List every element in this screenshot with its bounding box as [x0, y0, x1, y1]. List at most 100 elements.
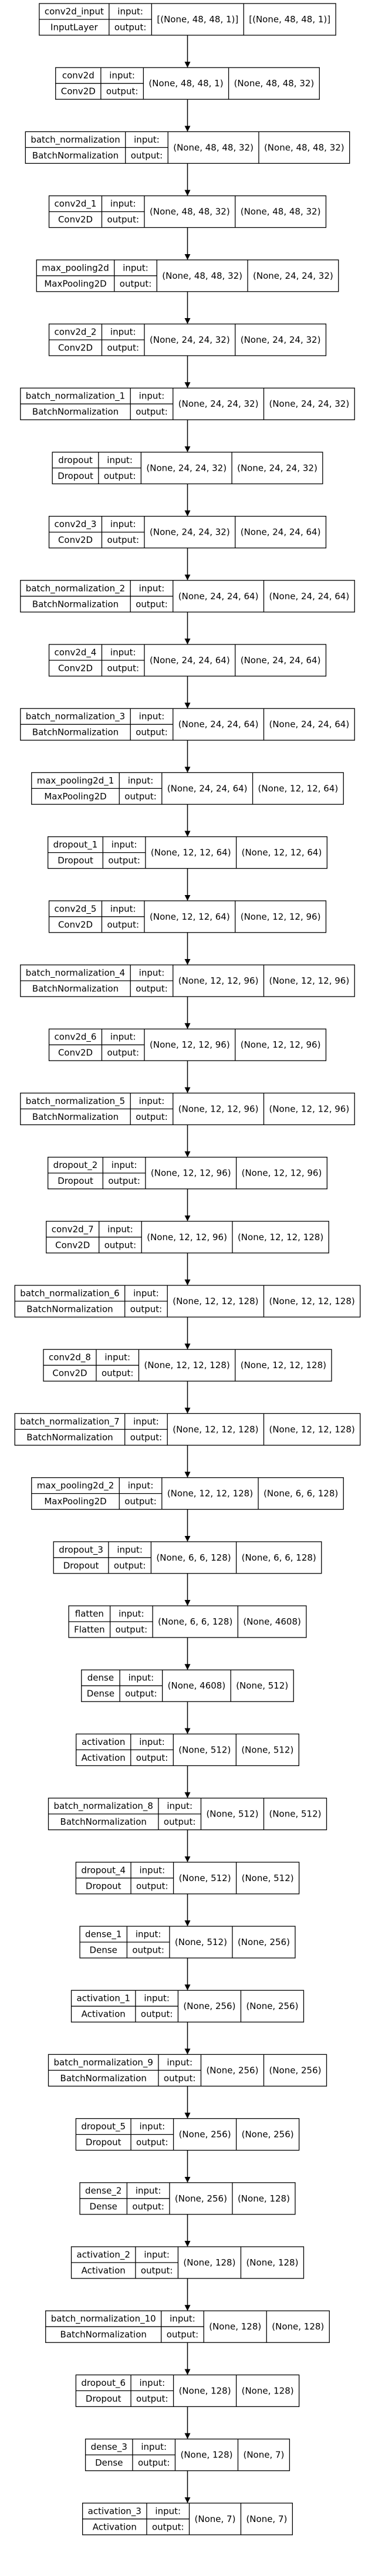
output-shape: (None, 12, 12, 64)	[258, 783, 339, 794]
input-shape: (None, 24, 24, 32)	[146, 462, 227, 473]
output-label: output:	[124, 791, 157, 802]
output-shape: (None, 256)	[238, 1937, 290, 1947]
layer-name: conv2d_8	[49, 1352, 91, 1363]
input-label: input:	[170, 2314, 195, 2324]
layer-type: Dense	[90, 2201, 117, 2212]
layer-type: Dropout	[86, 2393, 121, 2404]
input-label: input:	[112, 1160, 137, 1170]
layer-name: conv2d_4	[55, 647, 97, 659]
input-shape: (None, 256)	[179, 2129, 231, 2140]
layer-node-batch_normalization_4: batch_normalization_4BatchNormalizationi…	[20, 964, 355, 997]
input-shape: (None, 48, 48, 32)	[173, 142, 254, 153]
input-shape: (None, 256)	[206, 2065, 258, 2075]
input-shape: (None, 48, 48, 32)	[150, 207, 230, 217]
layer-name: batch_normalization_9	[54, 2057, 153, 2068]
input-label: input:	[141, 2442, 167, 2452]
input-shape: (None, 24, 24, 32)	[150, 527, 230, 538]
input-label: input:	[140, 1865, 165, 1875]
layer-name: conv2d_2	[55, 327, 97, 338]
input-label: input:	[107, 1224, 133, 1234]
output-shape: (None, 24, 24, 64)	[269, 719, 349, 730]
output-shape: (None, 128)	[272, 2321, 324, 2332]
layer-type: Conv2D	[58, 663, 93, 674]
input-shape: (None, 512)	[175, 1937, 227, 1947]
input-label: input:	[110, 903, 136, 914]
input-shape: (None, 12, 12, 96)	[151, 1168, 231, 1179]
layer-name: conv2d_input	[45, 6, 104, 18]
input-shape: (None, 512)	[179, 1873, 231, 1883]
layer-type: MaxPooling2D	[44, 791, 106, 802]
layer-name: batch_normalization_10	[51, 2314, 156, 2325]
input-shape: (None, 12, 12, 64)	[151, 848, 231, 858]
input-shape: (None, 24, 24, 32)	[178, 399, 259, 409]
output-label: output:	[114, 1560, 146, 1571]
layer-type: Dropout	[63, 1560, 99, 1571]
layer-name: dropout_1	[53, 839, 98, 850]
output-shape: (None, 24, 24, 64)	[241, 655, 321, 666]
layer-type: BatchNormalization	[60, 2329, 147, 2340]
layer-name: conv2d_3	[55, 519, 97, 530]
layer-type: Flatten	[74, 1625, 105, 1635]
input-label: input:	[155, 2506, 181, 2516]
layer-node-batch_normalization_8: batch_normalization_8BatchNormalizationi…	[48, 1797, 327, 1831]
layer-name: dense	[87, 1673, 114, 1683]
input-label: input:	[139, 1737, 165, 1747]
output-shape: (None, 24, 24, 64)	[241, 527, 321, 538]
input-shape: (None, 12, 12, 128)	[167, 1488, 253, 1499]
input-shape: (None, 12, 12, 128)	[173, 1296, 258, 1306]
layer-type: Conv2D	[52, 1368, 87, 1379]
input-label: input:	[110, 647, 136, 658]
output-label: output:	[102, 1368, 134, 1379]
input-label: input:	[134, 134, 160, 145]
input-shape: (None, 12, 12, 96)	[178, 975, 259, 986]
output-shape: (None, 512)	[236, 1680, 288, 1691]
input-label: input:	[128, 1480, 154, 1491]
layer-type: Activation	[82, 2266, 126, 2276]
output-shape: (None, 48, 48, 32)	[241, 207, 321, 217]
output-label: output:	[136, 1753, 168, 1763]
layer-type: BatchNormalization	[32, 407, 119, 417]
layer-node-activation_2: activation_2Activationinput:output:(None…	[70, 2246, 305, 2279]
layer-name: dense_1	[85, 1929, 121, 1940]
input-label: input:	[139, 583, 165, 593]
layer-name: max_pooling2d	[42, 262, 109, 274]
layer-type: Activation	[82, 1753, 126, 1763]
layer-name: conv2d_1	[55, 198, 97, 210]
layer-name: activation_3	[88, 2506, 141, 2517]
output-shape: (None, 6, 6, 128)	[242, 1552, 316, 1563]
layer-node-activation: activationActivationinput:output:(None, …	[76, 1733, 299, 1767]
output-shape: (None, 48, 48, 32)	[234, 78, 315, 89]
input-label: input:	[139, 968, 165, 978]
layer-node-activation_3: activation_3Activationinput:output:(None…	[82, 2503, 293, 2536]
input-shape: (None, 6, 6, 128)	[158, 1616, 232, 1627]
output-shape: (None, 24, 24, 32)	[241, 335, 321, 345]
layer-node-batch_normalization_5: batch_normalization_5BatchNormalizationi…	[20, 1092, 355, 1126]
output-label: output:	[136, 984, 168, 994]
output-shape: (None, 12, 12, 128)	[269, 1296, 354, 1306]
input-shape: (None, 24, 24, 64)	[178, 719, 259, 730]
input-shape: (None, 128)	[209, 2321, 261, 2332]
layer-type: Conv2D	[58, 1048, 93, 1058]
layer-type: Activation	[82, 2009, 126, 2020]
output-label: output:	[136, 2137, 168, 2148]
output-label: output:	[136, 407, 168, 417]
output-shape: (None, 12, 12, 96)	[269, 975, 349, 986]
layer-type: Dense	[95, 2457, 123, 2468]
layer-name: batch_normalization	[31, 134, 120, 146]
output-label: output:	[136, 1880, 168, 1891]
output-label: output:	[107, 919, 139, 930]
output-shape: (None, 512)	[242, 1873, 294, 1883]
output-label: output:	[131, 150, 163, 161]
layer-name: max_pooling2d_2	[37, 1480, 114, 1491]
layer-name: batch_normalization_1	[26, 391, 125, 402]
input-shape: [(None, 48, 48, 1)]	[157, 14, 238, 25]
output-label: output:	[164, 1817, 196, 1827]
layer-node-batch_normalization_2: batch_normalization_2BatchNormalizationi…	[20, 580, 355, 613]
